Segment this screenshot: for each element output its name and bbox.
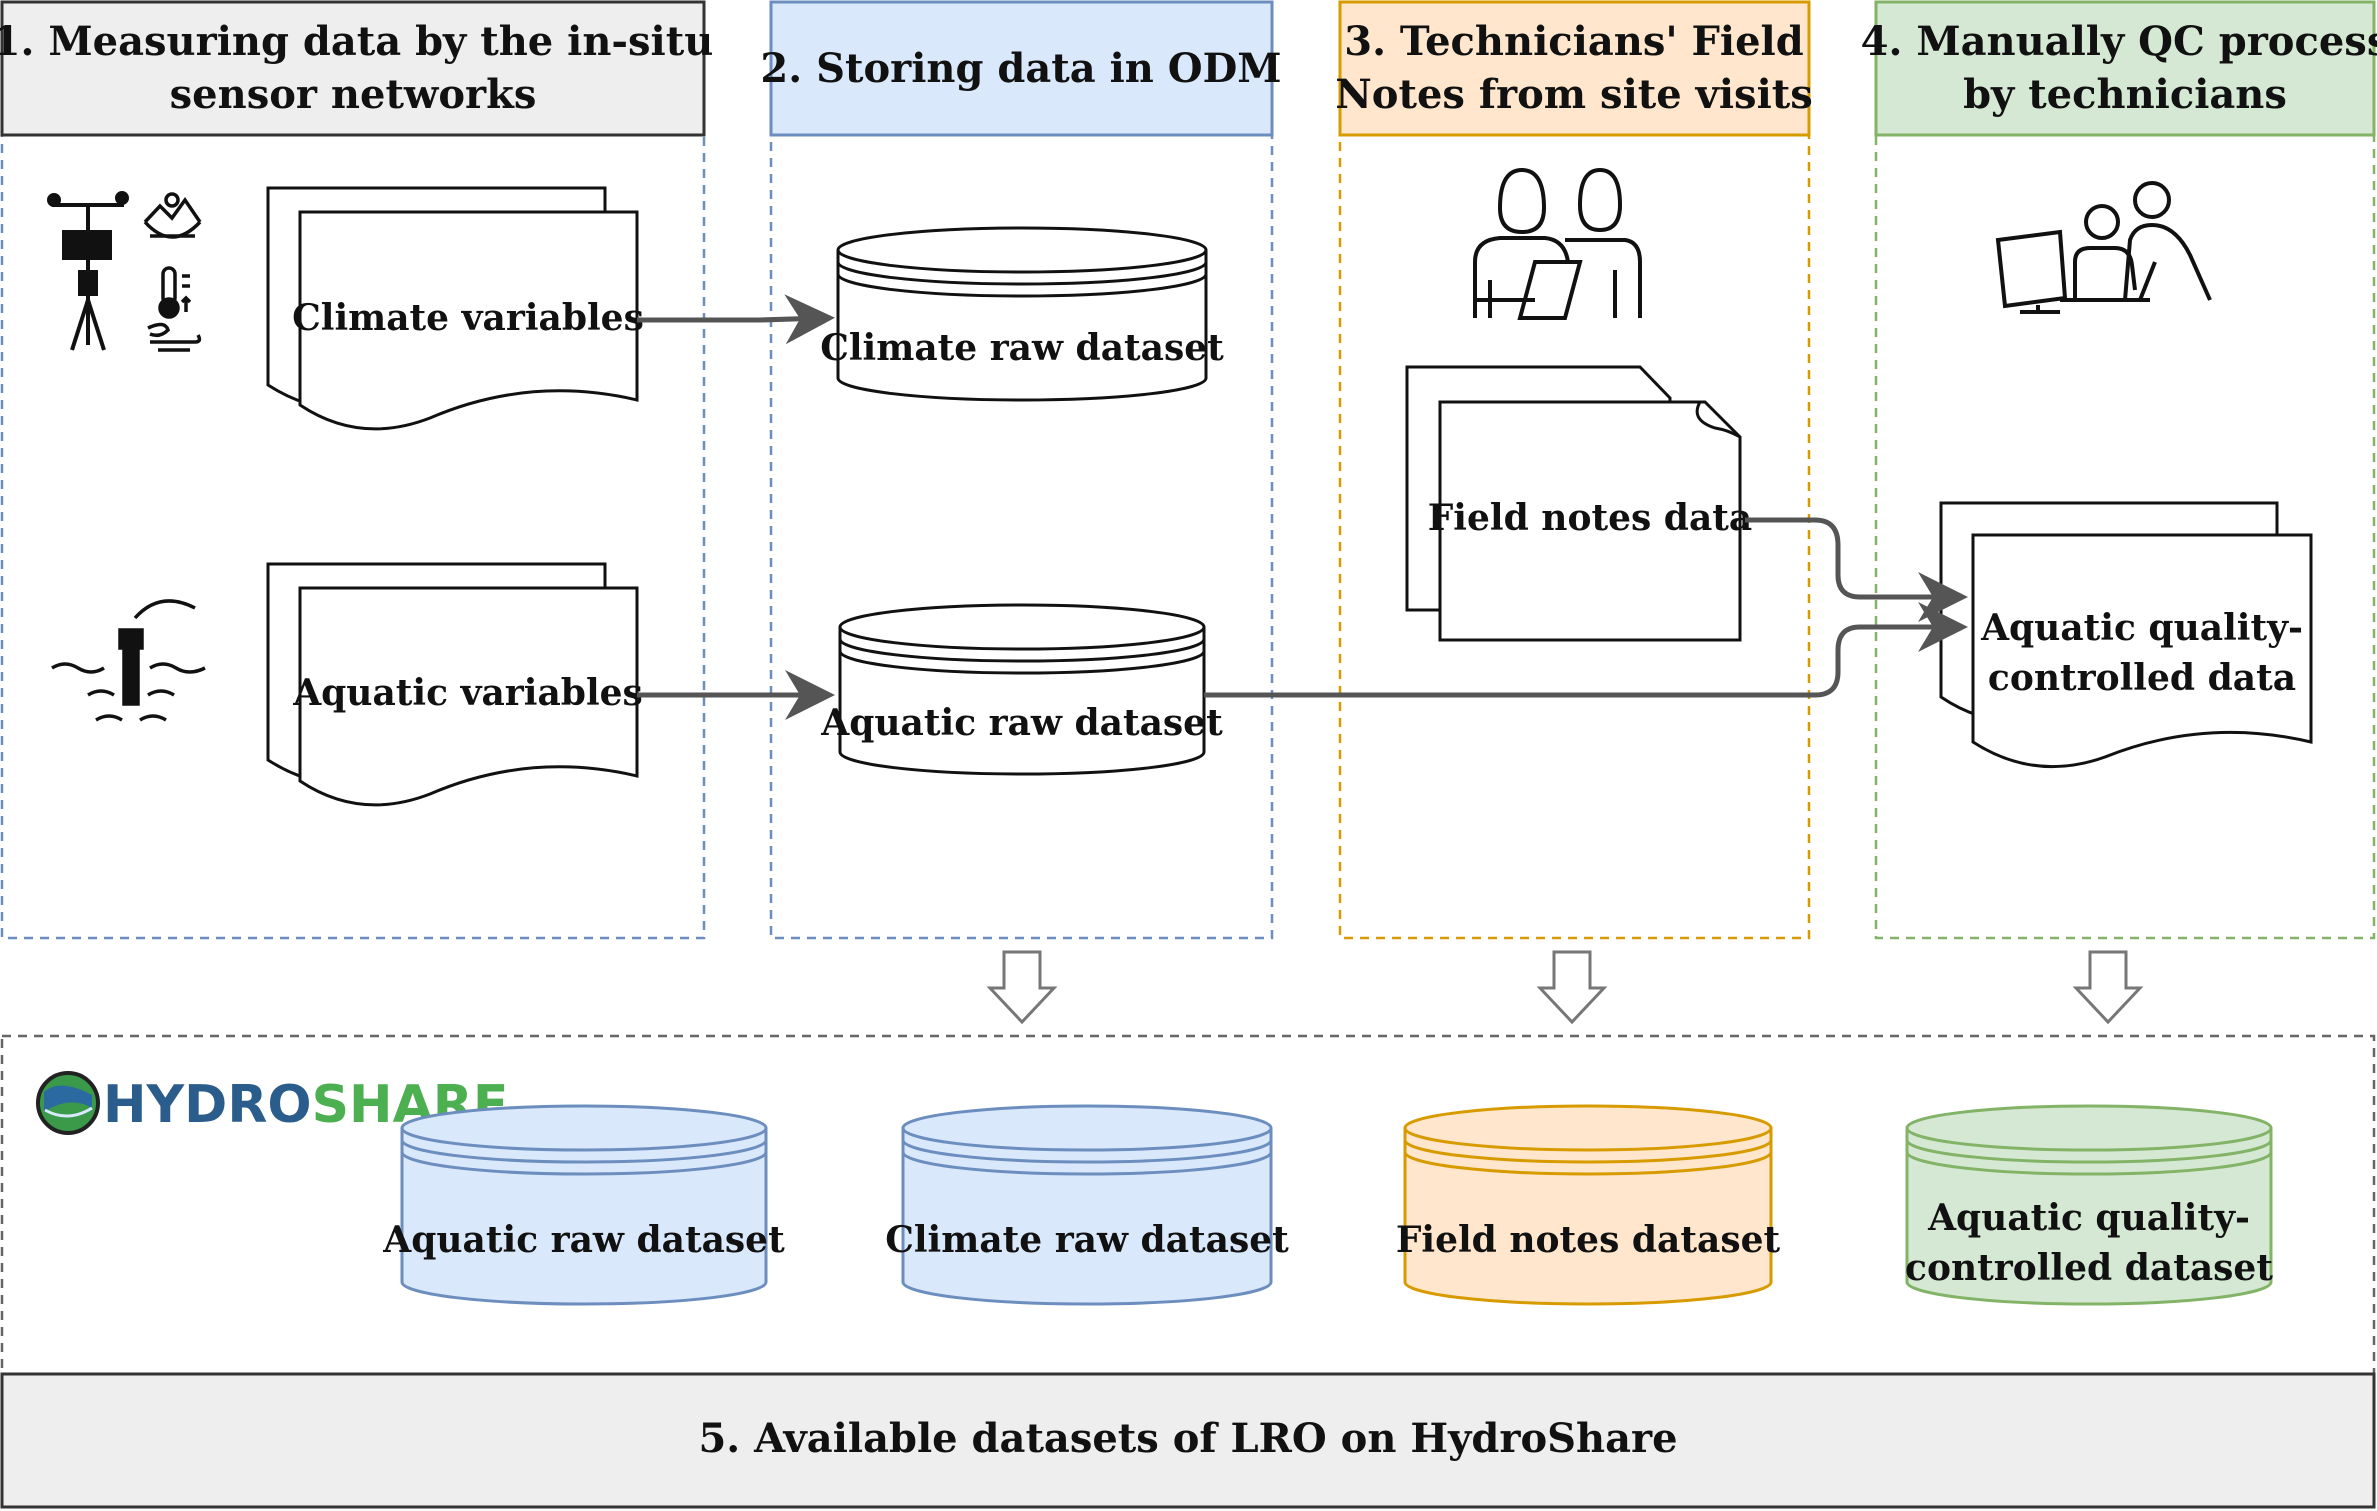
stage4-title-line1: 4. Manually QC process (1861, 18, 2377, 65)
thermometer-icon (158, 266, 192, 319)
hydroshare-dataset-label: Aquatic raw dataset (382, 1219, 785, 1261)
aquatic-variables-label: Aquatic variables (292, 672, 643, 714)
down-arrow-stage2 (986, 950, 1058, 1025)
arrow-aquatic-db-to-qc (1204, 602, 1968, 698)
stage2-panel (769, 133, 1274, 940)
stage1-panel (0, 133, 706, 940)
down-arrow-stage4 (2072, 950, 2144, 1025)
qc-data-label-line1: Aquatic quality- (1980, 607, 2303, 649)
qc-data-doc: Aquatic quality- controlled data (1939, 501, 2313, 769)
hydroshare-dataset-field-notes: Field notes dataset (1396, 1104, 1781, 1306)
footer-title: 5. Available datasets of LRO on HydroSha… (698, 1415, 1677, 1462)
stage2-header: 2. Storing data in ODM (760, 0, 1282, 137)
wind-icon (147, 322, 202, 352)
stage4-title-line2: by technicians (1963, 71, 2287, 118)
stage3-title-line2: Notes from site visits (1335, 71, 1813, 118)
stage3-panel (1338, 133, 1811, 940)
stage1-header: 1. Measuring data by the in-situ sensor … (0, 0, 713, 137)
qc-data-label-line2: controlled data (1988, 657, 2296, 699)
climate-raw-db: Climate raw dataset (820, 226, 1224, 402)
arrow-climate-to-db (637, 294, 835, 345)
hydroshare-dataset-climate-raw: Climate raw dataset (885, 1104, 1289, 1306)
footer-bar: 5. Available datasets of LRO on HydroSha… (0, 1372, 2376, 1509)
field-notes-label: Field notes data (1428, 497, 1753, 539)
stage2-title: 2. Storing data in ODM (760, 45, 1281, 92)
hydroshare-dataset-qc: Aquatic quality- controlled dataset (1905, 1104, 2273, 1306)
hydroshare-dataset-label-line2: controlled dataset (1905, 1247, 2273, 1289)
technicians-with-clipboard-icon (1473, 167, 1642, 320)
stage1-title-line1: 1. Measuring data by the in-situ (0, 18, 713, 65)
stage4-header: 4. Manually QC process by technicians (1861, 0, 2377, 137)
aquatic-variables-doc: Aquatic variables (266, 562, 643, 807)
mountain-lake-icon (143, 192, 202, 239)
down-arrow-stage3 (1536, 950, 1608, 1025)
flow-arrows (637, 294, 1968, 720)
stage3-header: 3. Technicians' Field Notes from site vi… (1335, 0, 1813, 137)
water-sensor-buoy-icon (51, 599, 206, 722)
stage1-title-line2: sensor networks (170, 71, 537, 118)
climate-variables-doc: Climate variables (266, 186, 644, 431)
hydroshare-dataset-label-line1: Aquatic quality- (1927, 1197, 2250, 1239)
aquatic-raw-db-label: Aquatic raw dataset (820, 702, 1223, 744)
climate-raw-db-label: Climate raw dataset (820, 327, 1224, 369)
hydroshare-dataset-label: Field notes dataset (1396, 1219, 1781, 1261)
climate-variables-label: Climate variables (292, 297, 644, 339)
hydroshare-dataset-aquatic-raw: Aquatic raw dataset (382, 1104, 785, 1306)
hydroshare-logo-hydro: HYDRO (103, 1075, 312, 1135)
field-notes-doc: Field notes data (1405, 365, 1753, 642)
technicians-at-computer-icon (1995, 181, 2212, 314)
aquatic-raw-db: Aquatic raw dataset (820, 603, 1223, 776)
arrow-notes-to-qc (1745, 517, 1968, 622)
weather-station-icon (47, 191, 129, 351)
hydroshare-dataset-label: Climate raw dataset (885, 1219, 1289, 1261)
stage3-title-line1: 3. Technicians' Field (1344, 18, 1804, 65)
